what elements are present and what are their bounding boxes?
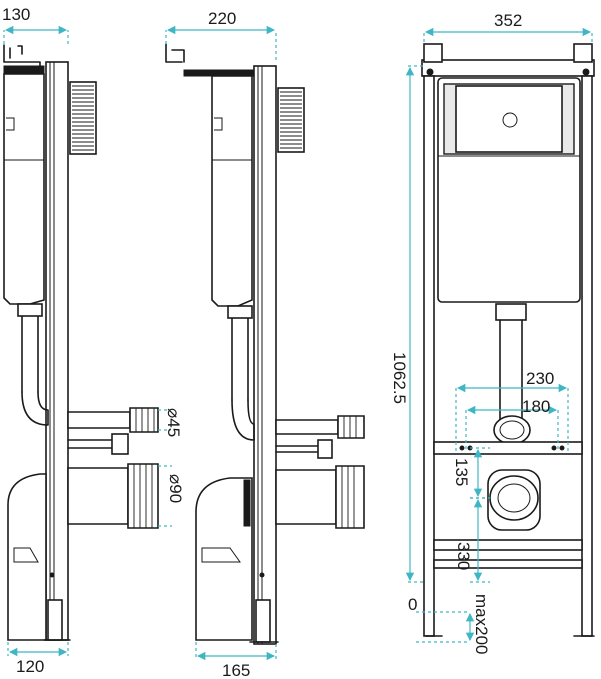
front-view bbox=[421, 43, 595, 637]
dimension-lines bbox=[3, 25, 593, 661]
side-view-2 bbox=[165, 43, 365, 645]
label-d45: ⌀45 bbox=[164, 408, 183, 437]
label-230: 230 bbox=[526, 369, 554, 388]
label-352: 352 bbox=[494, 11, 522, 30]
label-135: 135 bbox=[452, 458, 471, 486]
label-130: 130 bbox=[2, 5, 30, 24]
label-1062-5: 1062.5 bbox=[390, 352, 409, 404]
label-180: 180 bbox=[522, 397, 550, 416]
label-220: 220 bbox=[208, 9, 236, 28]
label-0: 0 bbox=[408, 595, 417, 614]
label-d90: ⌀90 bbox=[166, 474, 185, 503]
label-max200: max200 bbox=[472, 594, 491, 654]
side-view-1 bbox=[3, 44, 159, 641]
label-165: 165 bbox=[222, 661, 250, 679]
dimension-labels: 130 120 220 165 352 1062.5 ⌀45 ⌀90 230 1… bbox=[2, 5, 554, 679]
ribs-1 bbox=[72, 85, 94, 151]
label-120: 120 bbox=[16, 657, 44, 676]
label-330: 330 bbox=[454, 542, 473, 570]
